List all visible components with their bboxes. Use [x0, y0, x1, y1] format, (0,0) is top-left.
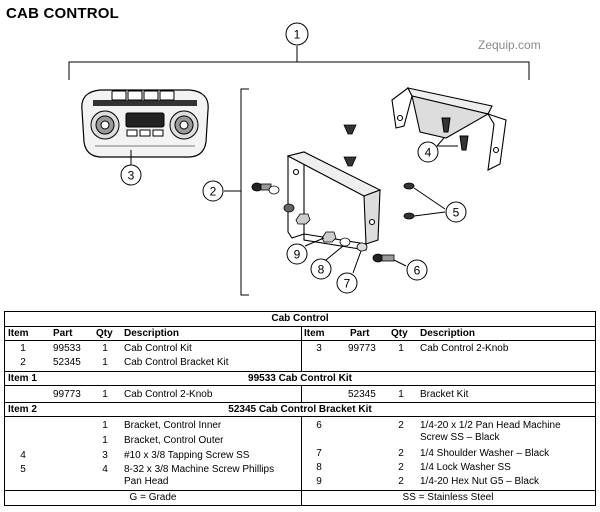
watermark: Zequip.com — [478, 38, 541, 52]
callout-4: 4 — [417, 117, 469, 163]
header-qty: Qty — [96, 328, 113, 339]
callout-2-label: 2 — [210, 185, 217, 199]
table-title: Cab Control — [271, 313, 329, 324]
section-2-header: Item 2 52345 Cab Control Bracket Kit — [5, 403, 595, 417]
header-item: Item — [8, 328, 29, 339]
hardware-illustration — [251, 124, 415, 263]
callout-8-label: 8 — [318, 263, 325, 277]
footer-grade-note: G = Grade — [129, 492, 177, 503]
table-footer-row: G = Grade SS = Stainless Steel — [5, 491, 595, 505]
header-qty-right: Qty — [391, 328, 408, 339]
outer-bracket-illustration — [391, 87, 507, 171]
table-title-row: Cab Control — [5, 312, 595, 327]
callout-6: 6 — [393, 259, 428, 281]
exploded-parts-diagram: 1 3 2 — [68, 22, 530, 296]
header-part: Part — [53, 328, 73, 339]
callout-1: 1 — [68, 22, 530, 80]
header-item-right: Item — [304, 328, 325, 339]
callout-7-label: 7 — [344, 277, 351, 291]
section-1-title: 99533 Cab Control Kit — [248, 373, 352, 384]
header-description-right: Description — [420, 328, 476, 339]
section-2-label: Item 2 — [8, 404, 37, 415]
table-row: 99773 1 Cab Control 2-Knob 52345 1 Brack… — [5, 386, 595, 403]
section-2-body: 1 Bracket, Control Inner 1 Bracket, Cont… — [5, 417, 595, 491]
section-1-label: Item 1 — [8, 373, 37, 384]
callout-5-label: 5 — [453, 206, 460, 220]
cab-control-unit-illustration — [81, 89, 209, 158]
callout-5: 5 — [413, 187, 467, 223]
callout-4-label: 4 — [425, 146, 432, 160]
parts-table: Cab Control Item Part Qty Description It… — [4, 311, 596, 506]
callout-3-label: 3 — [128, 169, 135, 183]
callout-7: 7 — [336, 250, 362, 294]
callout-1-label: 1 — [294, 28, 301, 42]
header-part-right: Part — [350, 328, 370, 339]
callout-6-label: 6 — [414, 264, 421, 278]
callout-9: 9 — [286, 237, 325, 265]
header-description: Description — [124, 328, 180, 339]
table-row: 1 99533 1 Cab Control Kit 3 99773 1 Cab … — [5, 341, 595, 372]
callout-8: 8 — [310, 245, 344, 280]
callout-3: 3 — [120, 150, 142, 186]
table-header-row: Item Part Qty Description Item Part Qty … — [5, 327, 595, 341]
section-1-header: Item 1 99533 Cab Control Kit — [5, 372, 595, 386]
page-title: CAB CONTROL — [6, 5, 120, 22]
footer-ss-note: SS = Stainless Steel — [402, 492, 494, 503]
section-2-title: 52345 Cab Control Bracket Kit — [228, 404, 372, 415]
callout-2: 2 — [202, 88, 249, 296]
callout-9-label: 9 — [294, 248, 301, 262]
